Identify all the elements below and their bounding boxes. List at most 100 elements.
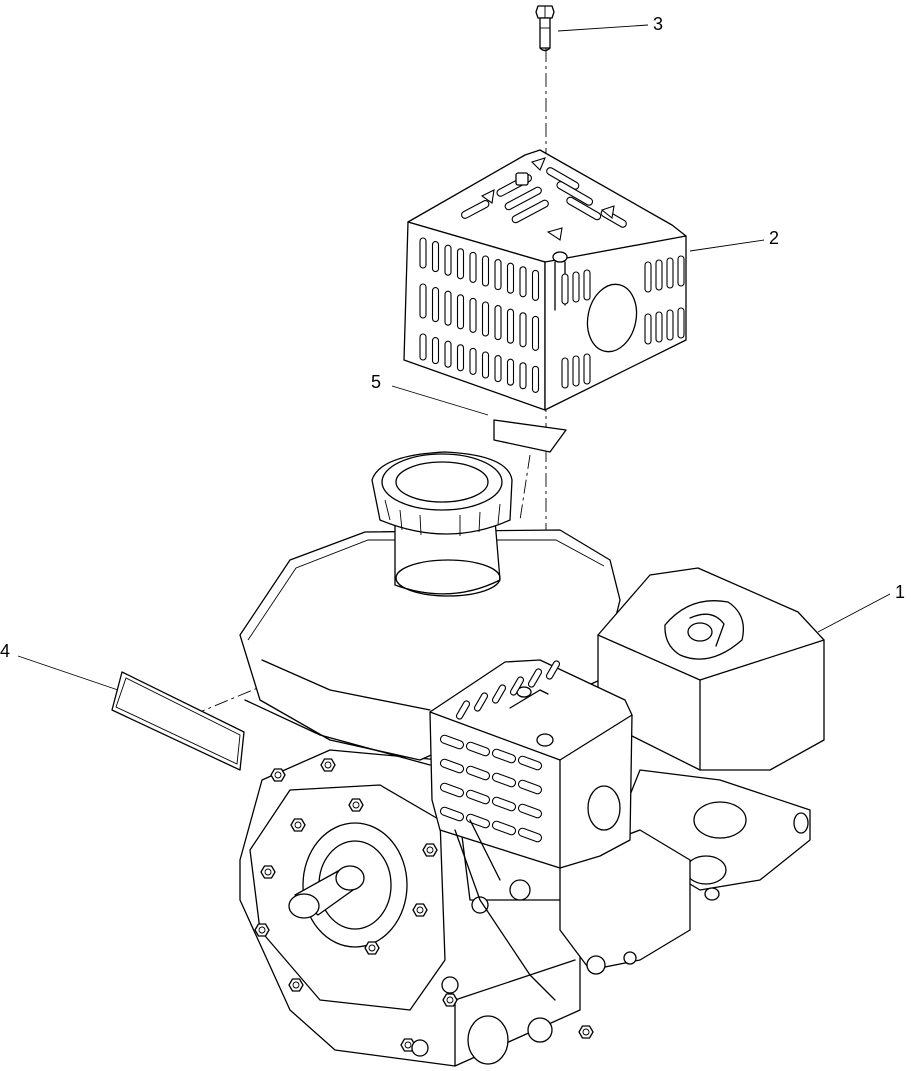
vent-slot xyxy=(509,676,525,696)
decal-part-4 xyxy=(111,671,245,771)
vent-slot xyxy=(677,307,685,339)
hex-bolt-center xyxy=(292,981,300,989)
hex-bolt-center xyxy=(324,761,332,769)
hex-bolt-head xyxy=(260,865,276,879)
hex-bolt-head xyxy=(288,978,304,992)
vent-slot xyxy=(473,692,489,712)
vent-slot xyxy=(519,312,527,348)
bolt-part xyxy=(535,5,555,52)
vent-slot xyxy=(456,344,465,372)
vent-slot xyxy=(583,353,591,385)
vent-slot xyxy=(439,734,465,750)
callout-5: 5 xyxy=(371,372,381,392)
vent-slot xyxy=(506,308,515,344)
hex-bolt-head xyxy=(290,818,306,832)
flange-bolts xyxy=(254,758,658,1052)
hex-bolt-head xyxy=(412,903,428,917)
callout-3: 3 xyxy=(653,14,663,34)
vent-slot xyxy=(455,700,471,720)
vent-slot xyxy=(465,789,491,805)
hex-bolt-center xyxy=(264,868,272,876)
heat-shield-vents xyxy=(439,660,561,843)
vent-slot xyxy=(644,261,652,293)
vent-slot xyxy=(419,237,427,269)
hex-bolt-center xyxy=(416,906,424,914)
guard-right-vents xyxy=(561,255,685,389)
vent-slot xyxy=(456,294,465,330)
hex-bolt-head xyxy=(364,941,380,955)
vent-slot xyxy=(439,782,465,798)
vent-slot xyxy=(431,337,440,365)
vent-slot xyxy=(431,241,440,273)
vent-slot xyxy=(465,813,491,829)
vent-slot xyxy=(491,820,517,836)
vent-slot xyxy=(572,355,580,387)
vent-slot xyxy=(561,357,569,389)
callout-1: 1 xyxy=(895,582,905,602)
vent-slot xyxy=(494,355,502,383)
callout-2: 2 xyxy=(769,228,779,248)
vent-slot xyxy=(481,351,490,379)
vent-slot xyxy=(506,262,515,294)
hex-bolt-head xyxy=(254,923,270,937)
vent-slot xyxy=(439,806,465,822)
vent-slot xyxy=(519,266,527,298)
hex-bolt-head xyxy=(442,993,458,1007)
callout-4: 4 xyxy=(0,641,10,661)
vent-slot xyxy=(494,305,502,341)
vent-slot xyxy=(531,365,540,393)
hex-bolt-center xyxy=(404,1041,412,1049)
vent-slot xyxy=(491,748,517,764)
vent-slot xyxy=(444,290,452,326)
vent-slot xyxy=(465,741,491,757)
hex-bolt-center xyxy=(258,926,266,934)
hex-bolt-center xyxy=(352,801,360,809)
hex-bolt-center xyxy=(446,996,454,1004)
vent-slot xyxy=(519,362,527,390)
vent-slot xyxy=(545,660,561,680)
vent-slot xyxy=(494,259,502,291)
vent-slot xyxy=(506,358,515,386)
guard-top-vents xyxy=(461,157,627,241)
vent-slot xyxy=(431,287,440,323)
vent-slot xyxy=(419,333,427,361)
hex-bolt-center xyxy=(294,821,302,829)
vent-slot xyxy=(517,755,543,771)
vent-slot xyxy=(481,301,490,337)
hex-bolt-center xyxy=(426,846,434,854)
decal-part-5 xyxy=(493,419,567,453)
vent-slot xyxy=(517,803,543,819)
vent-slot xyxy=(419,283,427,319)
vent-slot xyxy=(444,340,452,368)
engine-part xyxy=(239,451,825,1067)
guard-left-vents xyxy=(419,237,540,393)
vent-slot xyxy=(531,269,540,301)
vent-slot xyxy=(491,772,517,788)
vent-slot xyxy=(465,765,491,781)
vent-slot xyxy=(469,347,477,375)
vent-slot xyxy=(469,251,477,283)
hex-bolt-head xyxy=(422,843,438,857)
hex-bolt-center xyxy=(274,771,282,779)
vent-slot xyxy=(655,259,663,291)
vent-slot xyxy=(517,827,543,843)
callout-labels: 3 2 5 1 4 xyxy=(0,14,905,661)
vent-slot xyxy=(456,248,465,280)
leader-lines xyxy=(17,24,891,691)
vent-slot xyxy=(655,311,663,343)
vent-slot xyxy=(491,684,507,704)
vent-slot xyxy=(517,779,543,795)
hex-bolt-head xyxy=(348,798,364,812)
vent-slot xyxy=(469,297,477,333)
hex-bolt-center xyxy=(582,1028,590,1036)
vent-slot xyxy=(677,255,685,287)
hex-bolt-head xyxy=(270,768,286,782)
vent-slot xyxy=(572,271,580,303)
vent-slot xyxy=(481,255,490,287)
vent-slot xyxy=(644,313,652,345)
vent-slot xyxy=(583,269,591,301)
vent-slot xyxy=(531,315,540,351)
hex-bolt-center xyxy=(368,944,376,952)
vent-slot xyxy=(439,758,465,774)
